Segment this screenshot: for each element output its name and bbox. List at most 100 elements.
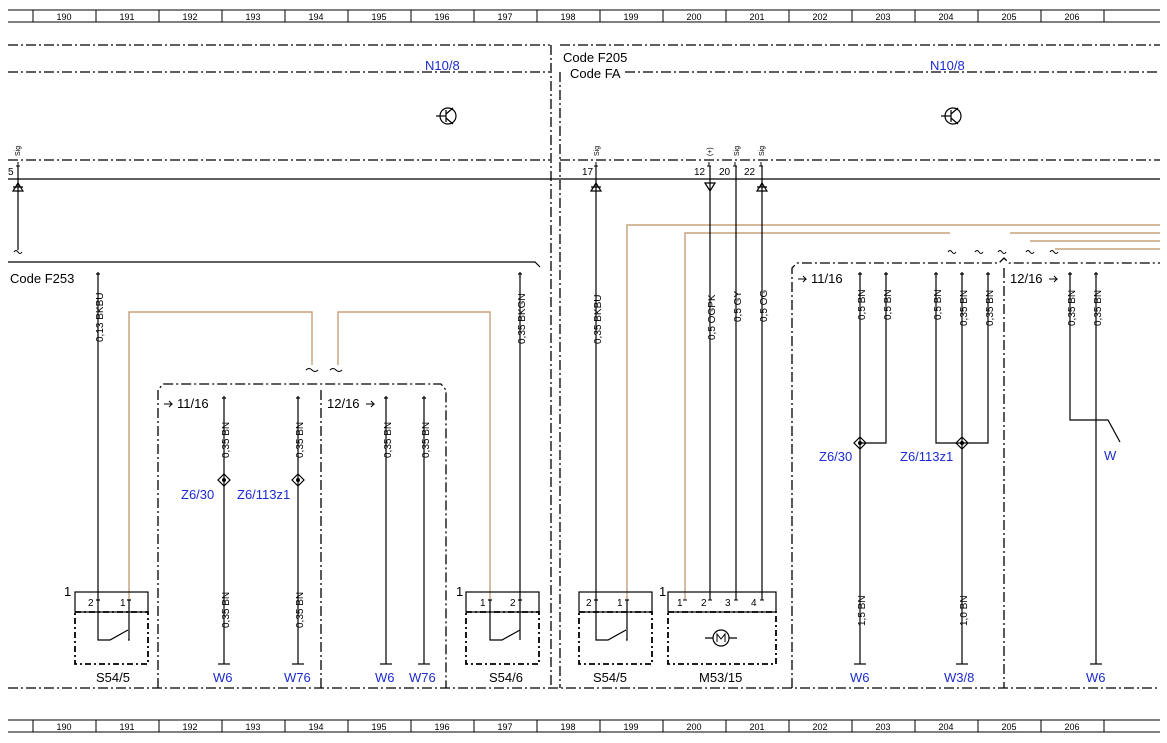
wire-label: 0,35 BN [295,422,306,458]
component-label: S54/5 [96,670,130,685]
component-s54-5-mid: 2 1 S54/5 [578,591,653,685]
wire-label: 1,5 BN [857,595,868,626]
wire-035-bn-b: 0,35 BN 0,35 BN [291,396,306,665]
pin-22: 22 [744,167,756,178]
wire-label: 0,35 BN [221,422,232,458]
ref-12-16-left: 12/16 [327,396,360,411]
group-box-left [157,383,447,688]
ruler-col-204: 204 [938,722,953,732]
ruler-col-205: 205 [1001,12,1016,22]
ruler-col-201: 201 [749,722,764,732]
ruler-col-196: 196 [434,12,449,22]
ruler-col-206: 206 [1064,722,1079,732]
wire-035-bkgn: 0,35 BKGN [517,272,528,600]
wire-05-bn-group-a: 0,5 BN 0,5 BN 1,5 BN [853,272,894,665]
splice-z6-30-left: Z6/30 [181,487,214,502]
module-n10-8-left: N10/8 [425,58,460,73]
wire-label: 0,5 BN [857,289,868,320]
wire-035-bn-group-c: 0,35 BN 0,35 BN [1067,272,1121,665]
ground-w6-c: W6 [850,670,870,685]
pin-label: 4 [751,598,757,609]
wire-brown-mid-1 [626,224,1160,600]
ruler-col-206: 206 [1064,12,1079,22]
wire-bn-group-b: 0,5 BN 0,35 BN 0,35 BN 1,0 BN [933,272,996,665]
ground-w6-a: W6 [213,670,233,685]
wire-label: 0,35 BN [295,592,306,628]
wire-brown-mid-2 [684,232,950,600]
component-label: M53/15 [699,670,742,685]
wire-05-og: 0,5 OG [755,166,770,600]
wire-brown-right [337,311,491,600]
wire-label: 0,5 BN [883,289,894,320]
pin-label: 2 [88,598,94,609]
pin-label: 2 [701,598,707,609]
ruler-col-201: 201 [749,12,764,22]
wire-label: 0,35 BN [1067,290,1078,326]
pin-17-sig: Sig [594,146,601,156]
ground-w3-8: W3/8 [944,670,974,685]
ruler-col-199: 199 [623,12,638,22]
wire-label: 0,5 BN [933,289,944,320]
component-pin-label: 1 [659,584,666,599]
pin-12-plus: (+) [707,147,714,156]
pin-label: 1 [677,598,683,609]
ruler-col-204: 204 [938,12,953,22]
wire-035-bn-c: 0,35 BN [380,396,394,665]
pin-label: 1 [480,598,486,609]
ruler-col-197: 197 [497,722,512,732]
ruler-col-202: 202 [812,722,827,732]
component-m53-15: 1 1 2 3 4 M53/15 [659,584,777,685]
wire-brown-left [128,311,313,600]
ref-11-16-left: 11/16 [177,396,209,411]
ruler-col-194: 194 [308,722,323,732]
bottom-ruler: 190 191 192 193 194 195 196 197 198 199 … [8,719,1160,733]
ruler-col-194: 194 [308,12,323,22]
component-pin-label: 1 [456,584,463,599]
ruler-col-202: 202 [812,12,827,22]
ruler-col-190: 190 [56,722,71,732]
component-pin-label: 1 [64,584,71,599]
ruler-col-196: 196 [434,722,449,732]
ruler-col-193: 193 [245,722,260,732]
wire-label: 0,35 BN [221,592,232,628]
module-boundaries [8,44,1160,689]
pin-22-sig: Sig [759,146,766,156]
pin-label: 2 [510,598,516,609]
wire-label: 0,35 BKBU [593,295,604,344]
component-label: S54/6 [489,670,523,685]
component-s54-6: 1 1 2 S54/6 [456,584,540,685]
component-s54-5-left: 1 2 1 S54/5 [64,584,149,685]
wire-label: 0,5 GY [733,291,744,322]
ruler-col-191: 191 [119,722,134,732]
splice-z6-113z1-right: Z6/113z1 [900,449,953,464]
ruler-col-191: 191 [119,12,134,22]
wire-label: 0,13 BKBU [95,293,106,342]
wire-label: 1,0 BN [959,595,970,626]
pin-edge: 5 [8,167,14,178]
wire-013-bkbu: 0,13 BKBU [95,272,106,600]
wire-035-bn-d: 0,35 BN [418,396,432,665]
ground-w6-b: W6 [375,670,395,685]
ruler-col-195: 195 [371,12,386,22]
ruler-col-192: 192 [182,12,197,22]
pin-17: 17 [582,167,594,178]
ruler-col-203: 203 [875,722,890,732]
wire-05-gy: 0,5 GY [733,166,744,600]
ruler-col-192: 192 [182,722,197,732]
pin-label: 1 [120,598,126,609]
pin-label: 2 [586,598,592,609]
code-fa-label: Code FA [570,66,621,81]
ground-w6-d: W6 [1086,670,1106,685]
ruler-col-195: 195 [371,722,386,732]
ruler-col-200: 200 [686,12,701,22]
wire-label: 0,35 BN [959,290,970,326]
pin-sig-label: Sig [15,146,22,156]
top-ruler: 190 191 192 193 194 195 196 197 198 199 … [8,9,1160,23]
wire-035-bn-a: 0,35 BN 0,35 BN [217,396,232,665]
ref-12-16-right: 12/16 [1010,271,1043,286]
code-f205-label: Code F205 [563,50,627,65]
group-box-right [791,257,1160,688]
module-connector-pins: 5 Sig 17 Sig 12 (+) 20 Sig 22 Sig [8,146,766,178]
wire-label: 0,5 OGPK [707,294,718,340]
ground-w76-b: W76 [409,670,436,685]
